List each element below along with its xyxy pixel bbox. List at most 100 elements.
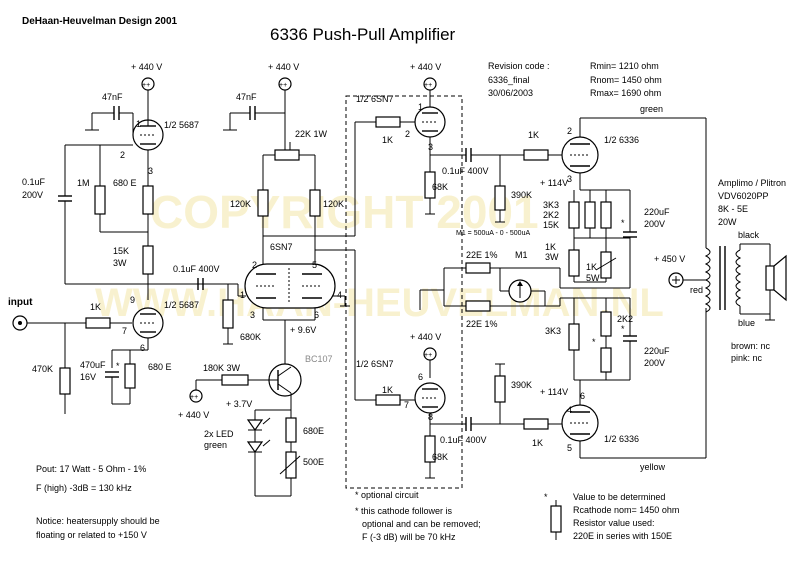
input-label: input <box>8 297 33 308</box>
resistor-3k3-label: 3K3 <box>543 200 559 210</box>
resistor-1m <box>94 185 106 215</box>
svg-text:*: * <box>116 361 120 371</box>
resistor-680e-led-label: 680E <box>303 426 324 436</box>
rnom-value: Rnom= 1450 ohm <box>590 75 662 85</box>
svg-text:+ 450 V: + 450 V <box>654 254 685 264</box>
resistor-3k3 <box>568 201 580 229</box>
svg-text:2: 2 <box>567 126 572 136</box>
resistor-15k-right <box>600 201 612 229</box>
cap-220u-bottom-label: 220uF <box>644 346 670 356</box>
tube-6sn7-top: 1 2 3 <box>405 102 446 152</box>
cap-left-voltage: 200V <box>22 190 43 200</box>
resistor-390k-top-label: 390K <box>511 190 532 200</box>
optional-circuit-box <box>345 95 463 489</box>
resistor-15k <box>142 245 154 275</box>
resistor-1k-3w-watt: 3W <box>545 252 559 262</box>
svg-text:+ 440 V: + 440 V <box>268 62 299 72</box>
resistor-1k-grid-top-label: 1K <box>528 130 539 140</box>
supply-terminal-440-d: + 440 V ++ <box>410 332 441 361</box>
resistor-1k-input-label: 1K <box>90 302 101 312</box>
resistor-68k-top-label: 68K <box>432 182 448 192</box>
pot-1k-5w[interactable] <box>600 251 612 279</box>
resistor-680e-bottom-label: 680 E <box>148 362 172 372</box>
note-cf-1: * this cathode follower is <box>355 506 453 516</box>
voltage-3v7: + 3.7V <box>226 399 252 409</box>
note-heater-1: Notice: heatersupply should be <box>36 516 160 526</box>
watermark-line-1: COPYRIGHT 2001 <box>150 186 539 238</box>
supply-terminal-440-bias: ++ + 440 V <box>178 389 209 420</box>
resistor-1k-grid-bottom <box>523 418 549 430</box>
resistor-180k-label: 180K 3W <box>203 363 241 373</box>
tube-6336-bottom: 4 5 6 <box>561 391 599 453</box>
meter-range: M1 = 500uA - 0 - 500uA <box>456 230 530 237</box>
svg-text:4: 4 <box>567 405 572 415</box>
svg-text:+ 440 V: + 440 V <box>178 410 209 420</box>
resistor-cathode-tbd <box>600 347 612 373</box>
supply-terminal-440-b: + 440 V ++ <box>268 62 299 91</box>
cap-470u-label: 470uF <box>80 360 106 370</box>
resistor-1k-sn7-top <box>375 116 401 128</box>
input-jack[interactable] <box>12 315 28 331</box>
cap-top-right-label: 0.1uF 400V <box>442 166 489 176</box>
tube-6sn7-dual: 2 5 1 4 3 6 <box>240 260 342 320</box>
wire-green-label: green <box>640 104 663 114</box>
note-tbd-1: Value to be determined <box>573 492 665 502</box>
svg-text:+ 440 V: + 440 V <box>410 332 441 342</box>
voltage-114-top: + 114V <box>540 178 568 188</box>
note-f3db: F (high) -3dB = 130 kHz <box>36 483 132 493</box>
output-transformer <box>704 246 742 313</box>
note-cf-2: optional and can be removed; <box>362 519 481 529</box>
resistor-1k-grid-top <box>523 149 549 161</box>
tube-6336-bottom-label: 1/2 6336 <box>604 434 639 444</box>
note-tbd-2: Rcathode nom= 1450 ohm <box>573 505 679 515</box>
svg-text:+ 440 V: + 440 V <box>131 62 162 72</box>
resistor-2k2 <box>584 201 596 229</box>
legend-resistor-icon <box>550 505 562 533</box>
led-green-pair <box>246 410 271 496</box>
transformer-power: 20W <box>718 217 737 227</box>
svg-text:1/2 5687: 1/2 5687 <box>164 300 199 310</box>
tube-6336-top-label: 1/2 6336 <box>604 135 639 145</box>
resistor-22e-a-label: 22E 1% <box>466 250 498 260</box>
led-label: 2x LED <box>204 429 234 439</box>
cap-470u-voltage: 16V <box>80 372 96 382</box>
rmax-value: Rmax= 1690 ohm <box>590 88 661 98</box>
note-cf-3: F (-3 dB) will be 70 kHz <box>362 532 456 542</box>
svg-text:++: ++ <box>190 394 198 401</box>
resistor-470k-label: 470K <box>32 364 53 374</box>
svg-text:6: 6 <box>140 343 145 353</box>
wire-yellow-label: yellow <box>640 462 666 472</box>
resistor-3k3-bottom <box>568 323 580 351</box>
svg-text:*: * <box>621 324 625 334</box>
trimmer-22k[interactable] <box>274 149 300 161</box>
resistor-3k3-bottom-label: 3K3 <box>545 326 561 336</box>
cap-47n-a-label: 47nF <box>102 92 123 102</box>
pot-1k-label: 1K <box>586 262 597 272</box>
cap-47n-b-label: 47nF <box>236 92 257 102</box>
resistor-15k-label: 15K <box>113 246 129 256</box>
tube-6sn7-bottom: 6 7 8 <box>404 372 446 422</box>
transformer-make: Amplimo / Plitron <box>718 178 786 188</box>
voltage-114-bottom: + 114V <box>540 387 568 397</box>
svg-text:*: * <box>621 218 625 228</box>
svg-text:9: 9 <box>130 295 135 305</box>
svg-text:7: 7 <box>404 400 409 410</box>
resistor-68k-bottom-label: 68K <box>432 452 448 462</box>
resistor-680k-label: 680K <box>240 332 261 342</box>
resistor-120k-a <box>257 189 269 217</box>
trimmer-500e[interactable] <box>285 451 297 479</box>
cap-bottom-right-label: 0.1uF 400V <box>440 435 487 445</box>
svg-text:+ 440 V: + 440 V <box>410 62 441 72</box>
tube-5687-a: 1 2 3 1/2 5687 <box>120 110 199 176</box>
tube-6336-top: 2 3 <box>561 126 599 184</box>
wire-blue-label: blue <box>738 318 755 328</box>
transformer-model: VDV6020PP <box>718 191 769 201</box>
resistor-680e-top <box>142 185 154 215</box>
resistor-22e-b <box>465 300 491 312</box>
resistor-180k <box>221 374 249 386</box>
svg-text:3: 3 <box>567 174 572 184</box>
resistor-120k-b <box>309 189 321 217</box>
resistor-22e-a <box>465 262 491 274</box>
svg-text:1: 1 <box>136 119 141 129</box>
